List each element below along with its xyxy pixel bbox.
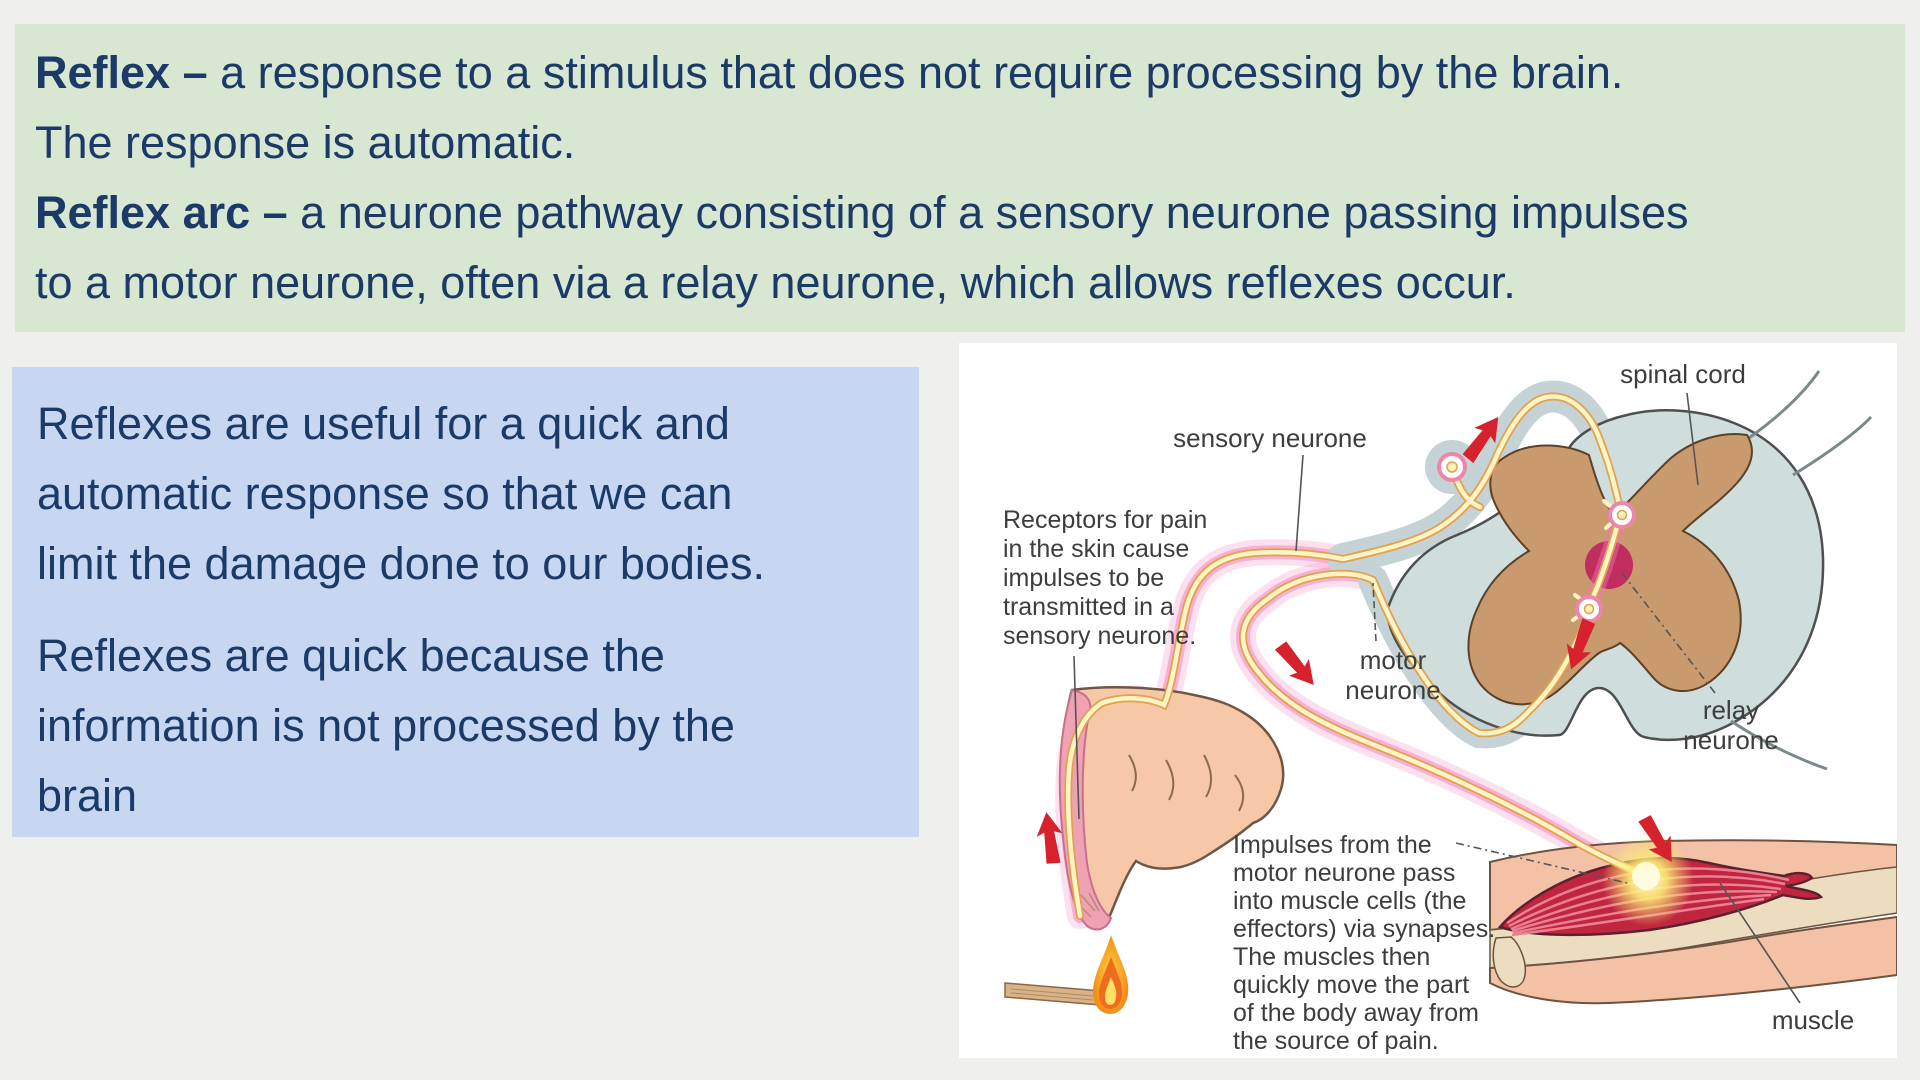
cord-continuation-lines — [1730, 370, 1873, 771]
definition-line: to a motor neurone, often via a relay ne… — [35, 257, 1516, 308]
spinal-cord-cross-section — [1385, 370, 1873, 771]
reflex-arc-svg: spinal cord sensory neurone motor neuron… — [1003, 359, 1897, 1055]
caption-impulses: Impulses from the motor neurone pass int… — [1233, 831, 1495, 1055]
svg-text:of the body away from: of the body away from — [1233, 999, 1479, 1027]
label-spinal-cord: spinal cord — [1620, 359, 1746, 389]
svg-text:in the skin cause: in the skin cause — [1003, 535, 1189, 563]
note-line: limit the damage done to our bodies. — [37, 538, 765, 589]
leader-relay — [1621, 572, 1716, 694]
label-motor-neurone: motor — [1360, 645, 1427, 675]
leader-motor — [1372, 582, 1377, 642]
definition-line: The response is automatic. — [35, 117, 576, 168]
reflex-arc-diagram-panel: spinal cord sensory neurone motor neuron… — [959, 343, 1897, 1058]
svg-text:impulses to be: impulses to be — [1003, 564, 1164, 592]
label-relay-neurone: relay — [1703, 695, 1759, 725]
note-line: Reflexes are quick because the — [37, 630, 665, 681]
note-line: information is not processed by the — [37, 700, 735, 751]
svg-text:neurone: neurone — [1683, 725, 1778, 755]
leader-sensory — [1295, 454, 1304, 552]
knuckle-lines — [1128, 754, 1245, 812]
note-line: automatic response so that we can — [37, 468, 733, 519]
leader-receptors — [1073, 655, 1080, 820]
svg-text:Impulses from the: Impulses from the — [1233, 831, 1432, 859]
svg-text:sensory neurone.: sensory neurone. — [1003, 622, 1196, 650]
svg-text:into muscle cells (the: into muscle cells (the — [1233, 887, 1466, 915]
svg-text:the source of pain.: the source of pain. — [1233, 1027, 1439, 1055]
wrist-bone — [1492, 936, 1527, 988]
svg-text:Receptors for pain: Receptors for pain — [1003, 506, 1207, 534]
neurone-cell-bodies — [1437, 452, 1636, 623]
flame-icon — [1093, 935, 1129, 1014]
term-reflex-arc: Reflex arc – — [35, 187, 301, 238]
label-muscle: muscle — [1772, 1005, 1854, 1035]
notes-box: Reflexes are useful for a quick and auto… — [12, 367, 919, 837]
forearm-skin — [1489, 915, 1897, 1005]
leader-muscle — [1719, 882, 1801, 1004]
definitions-box: Reflex – a response to a stimulus that d… — [15, 24, 1905, 332]
leader-spinal-cord — [1686, 392, 1699, 486]
svg-text:quickly move the part: quickly move the part — [1233, 971, 1469, 999]
definition-line: Reflex arc – a neurone pathway consistin… — [35, 187, 1689, 238]
caption-receptors: Receptors for pain in the skin cause imp… — [1003, 506, 1207, 650]
term-reflex: Reflex – — [35, 47, 221, 98]
definition-line: Reflex – a response to a stimulus that d… — [35, 47, 1624, 98]
leader-lines — [1073, 392, 1801, 1004]
leader-impulses — [1455, 842, 1628, 884]
label-sensory-neurone: sensory neurone — [1173, 423, 1367, 453]
svg-text:The muscles then: The muscles then — [1233, 943, 1430, 971]
note-line: brain — [37, 770, 138, 821]
svg-text:motor neurone pass: motor neurone pass — [1233, 859, 1455, 887]
svg-text:neurone: neurone — [1345, 675, 1440, 705]
diagram-labels: spinal cord sensory neurone motor neuron… — [1003, 359, 1854, 1055]
svg-text:effectors) via synapses.: effectors) via synapses. — [1233, 915, 1495, 943]
svg-text:transmitted in a: transmitted in a — [1003, 593, 1174, 621]
nerve-pathways — [1064, 392, 1650, 920]
note-line: Reflexes are useful for a quick and — [37, 398, 730, 449]
